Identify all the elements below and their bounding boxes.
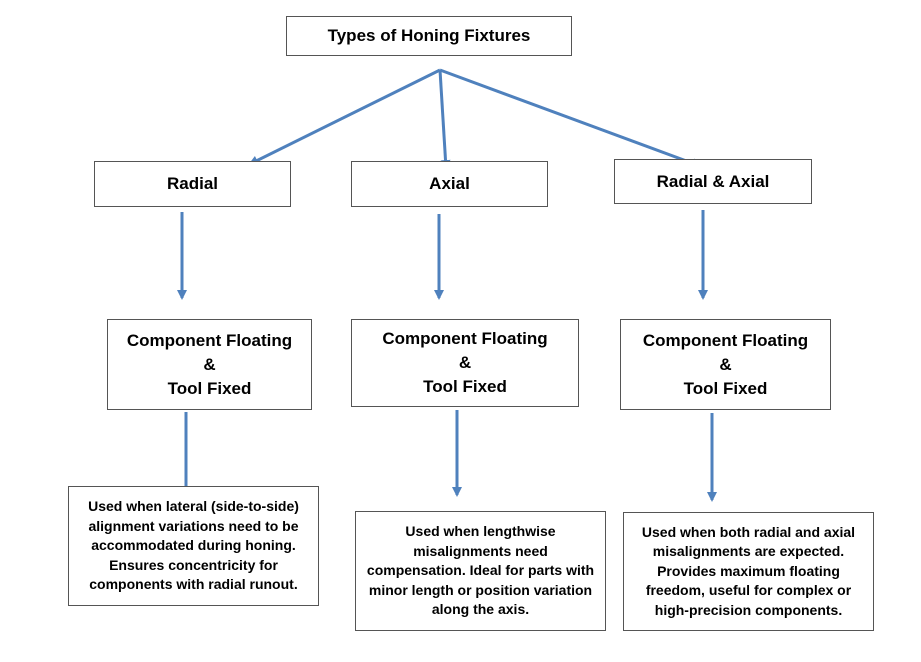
component-line-2: &	[203, 354, 216, 374]
component-line-2: &	[458, 353, 472, 372]
arrow-title-to-radial-axial	[439, 68, 702, 168]
category-box-radial: Radial	[94, 161, 291, 207]
component-line-3: Tool Fixed	[683, 378, 768, 398]
component-line-1: Component Floating	[642, 330, 809, 350]
component-line-2: &	[719, 354, 732, 374]
category-label: Radial	[166, 174, 219, 193]
arrow-title-to-axial	[438, 69, 451, 170]
category-label: Radial & Axial	[656, 171, 770, 191]
component-line-3: Tool Fixed	[167, 378, 252, 398]
diagram-title-box: Types of Honing Fixtures	[286, 16, 572, 56]
description-box-radial: Used when lateral (side-to-side) alignme…	[68, 486, 319, 606]
component-box-radial: Component Floating & Tool Fixed	[107, 319, 312, 410]
description-box-radial-axial: Used when both radial and axial misalign…	[623, 512, 874, 631]
component-box-axial: Component Floating & Tool Fixed	[351, 319, 579, 407]
component-line-3: Tool Fixed	[423, 377, 507, 396]
component-line-1: Component Floating	[382, 329, 548, 348]
diagram-title: Types of Honing Fixtures	[327, 26, 531, 45]
description-text: Used when lengthwise misalignments need …	[366, 523, 595, 618]
description-text: Used when lateral (side-to-side) alignme…	[88, 498, 299, 593]
category-box-axial: Axial	[351, 161, 548, 207]
description-text: Used when both radial and axial misalign…	[641, 523, 856, 618]
arrow-title-to-radial	[248, 68, 441, 166]
category-label: Axial	[429, 174, 470, 193]
description-box-axial: Used when lengthwise misalignments need …	[355, 511, 606, 631]
category-box-radial-axial: Radial & Axial	[614, 159, 812, 204]
component-box-radial-axial: Component Floating & Tool Fixed	[620, 319, 831, 410]
component-line-1: Component Floating	[126, 330, 293, 350]
